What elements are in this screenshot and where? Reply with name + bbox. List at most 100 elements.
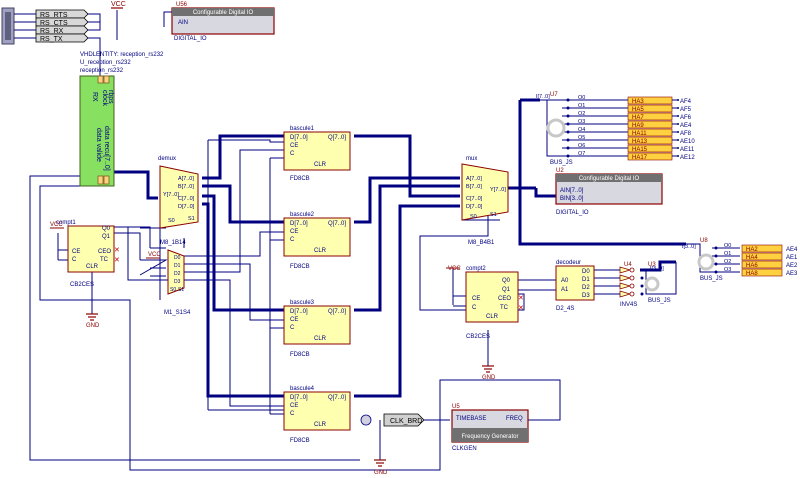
bascule2-title: bascule2 [290, 212, 315, 218]
mux-block[interactable]: mux A[7..0] B[7..0] Y[7..0] C[7..0] D[7.… [461, 156, 509, 246]
demux-pin-d: D[7..0] [178, 204, 195, 210]
svg-text:✕: ✕ [114, 257, 120, 264]
pin-ae1: AE1 [786, 255, 798, 261]
demux-pin-s0: S0 [168, 218, 175, 224]
gnd-symbol-compt2: GND [482, 365, 496, 381]
u7-out-o0: O0 [578, 95, 585, 101]
u5-frequency-generator[interactable]: U5 TIMEBASE FREQ Frequency Generator CLK… [451, 404, 529, 452]
net-ha13: HA13 AE10 [627, 136, 695, 145]
vcc-label-top: VCC [111, 1, 126, 8]
bascule2-pin-ce: CE [290, 229, 298, 235]
u8-designator: U8 [700, 238, 708, 244]
mux-pin-c: C[7..0] [466, 196, 483, 202]
demux-pin-a: A[7..0] [178, 176, 194, 182]
u8-part: BUS_JS [700, 276, 723, 282]
u7-bus-splitter[interactable]: U7 I[7..0] O0 O1 O2 O3 O4 O5 O6 O7 BUS_J… [536, 92, 585, 166]
m1-mux[interactable]: VCC D0 D1 D2 D3 S0 S1 M1_S1S4 [146, 249, 191, 316]
bascule3-register[interactable]: bascule3 D[7..0] Q[7..0] CE C CLR FD8CB [283, 300, 351, 358]
u2-digital-io[interactable]: U2 Configurable Digital IO AIN[7..0] BIN… [555, 168, 663, 216]
u7-outputs: O0 O1 O2 O3 O4 O5 O6 O7 [566, 95, 585, 158]
net-ha9-label: HA9 [632, 123, 644, 129]
bascule1-pin-clr: CLR [314, 162, 327, 168]
m1-part: M1_S1S4 [164, 310, 191, 316]
net-ha4-label: HA4 [746, 255, 758, 261]
u8-out-o3: O3 [724, 267, 731, 273]
net-ha6: HA6 AE2 [741, 260, 798, 269]
u56-digital-io[interactable]: U56 Configurable Digital IO AIN DIGITAL_… [171, 2, 275, 42]
vcc-symbol-top: VCC [111, 1, 126, 9]
u3-bus-join[interactable]: U3 I[3..0] BUS_JS [640, 262, 671, 304]
decodeur-title: decodeur [556, 260, 581, 266]
u7-in-label: I[7..0] [536, 94, 550, 100]
net-ha11: HA11 AF8 [627, 128, 692, 137]
net-ha8-label: HA8 [746, 271, 758, 277]
pin-ae4-right: AE4 [786, 247, 798, 253]
compt2-counter[interactable]: compt2 VCC CE C CLR Q0 Q1 CEO TC CB2CES … [446, 266, 524, 340]
bascule1-pin-d: D[7..0] [290, 135, 308, 141]
clk-brd-port[interactable]: CLK_BRD [360, 413, 425, 427]
u7-designator: U7 [550, 92, 558, 98]
u56-pin-ain: AIN [178, 20, 188, 26]
compt2-pin-ceo: CEO [498, 296, 511, 302]
rx-pin-data-valide: data valide [95, 128, 102, 162]
mux-pin-b: B[7..0] [466, 184, 482, 190]
u7-out-o4: O4 [578, 127, 585, 133]
mux-pin-y: Y[7..0] [490, 187, 506, 193]
net-ha17-label: HA17 [632, 155, 648, 161]
u7-out-o7: O7 [578, 151, 585, 157]
decodeur-pin-d2: D2 [582, 285, 590, 291]
u4-inverters[interactable]: U4 INV4S [619, 262, 637, 308]
net-ha3: HA3 AF4 [627, 96, 692, 105]
bascule1-register[interactable]: bascule1 D[7..0] Q[7..0] CE C CLR FD8CB [283, 126, 351, 182]
demux-part: M8_1B14 [160, 240, 186, 246]
net-ha5: HA5 AF5 [627, 104, 692, 113]
net-ha13-label: HA13 [632, 139, 648, 145]
svg-text:✕: ✕ [518, 305, 524, 312]
bascule2-register[interactable]: bascule2 D[7..0] Q[7..0] CE C CLR FD8CB [283, 212, 351, 270]
decodeur-block[interactable]: decodeur A0 A1 D0 D1 D2 D3 D2_4S [555, 260, 595, 312]
port-rs-rx: RS_RX [35, 25, 89, 35]
bascule4-register[interactable]: bascule4 D[7..0] Q[7..0] CE C CLR FD8CB [283, 386, 351, 444]
m1-pin-d2: D2 [174, 271, 181, 277]
gnd-label-compt1: GND [86, 323, 100, 329]
u7-out-o2: O2 [578, 111, 585, 117]
net-ha11-label: HA11 [632, 131, 647, 137]
decodeur-pin-d3: D3 [582, 293, 590, 299]
bascule4-title: bascule4 [290, 386, 315, 392]
decodeur-pin-d1: D1 [582, 277, 590, 283]
gnd-symbol-bottom: GND [374, 459, 388, 476]
port-label-cts: RS_CTS [40, 20, 68, 27]
compt1-title: compt1 [56, 220, 76, 226]
pin-ae2: AE2 [786, 263, 798, 269]
net-ha6-label: HA6 [746, 263, 758, 269]
net-ha3-label: HA3 [632, 99, 644, 105]
port-rs-cts: RS_CTS [35, 17, 89, 27]
compt1-counter[interactable]: compt1 VCC CE C CLR Q0 Q1 CEO TC CB2CES … [50, 220, 120, 288]
net-ha7: HA7 AF6 [627, 112, 692, 121]
compt2-pin-clr: CLR [486, 314, 499, 320]
ha-top-nets: HA3 AF4 HA5 AF5 HA7 AF6 HA9 AE4 HA11 AF8 [627, 96, 695, 161]
compt1-pin-clr: CLR [86, 264, 99, 270]
gnd-symbol-compt1: GND [86, 313, 100, 329]
u7-out-o3: O3 [578, 119, 585, 125]
pin-ae10: AE10 [680, 139, 695, 145]
mux-pin-d: D[7..0] [466, 204, 483, 210]
rx-pin-clock: clock [101, 90, 108, 106]
gnd-label-compt2: GND [482, 375, 496, 381]
rx-pin-rbps: rbps [107, 90, 114, 104]
demux-block[interactable]: demux A[7..0] B[7..0] Y[7..0] C[7..0] D[… [158, 156, 199, 246]
bascule4-part: FD8CB [290, 438, 310, 444]
mux-pin-s0: S0 [470, 214, 477, 220]
bascule4-pin-c: C [290, 411, 295, 417]
compt1-pin-tc: TC [100, 257, 109, 263]
m1-pin-d0: D0 [174, 255, 181, 261]
compt1-pin-c: C [72, 257, 77, 263]
u8-bus-splitter[interactable]: U8 I[3..0] O0 O1 O2 O3 BUS_JS [682, 238, 731, 282]
vcc-label-m1: VCC [148, 252, 161, 258]
rx-label: reception_rs232 [80, 68, 124, 74]
bascule3-pin-c: C [290, 325, 295, 331]
bascule4-pin-d: D[7..0] [290, 395, 308, 401]
reception-rs232-block[interactable]: VHDLENTITY: reception_rs232 U_reception_… [79, 52, 164, 187]
demux-pin-c: C[7..0] [178, 196, 195, 202]
